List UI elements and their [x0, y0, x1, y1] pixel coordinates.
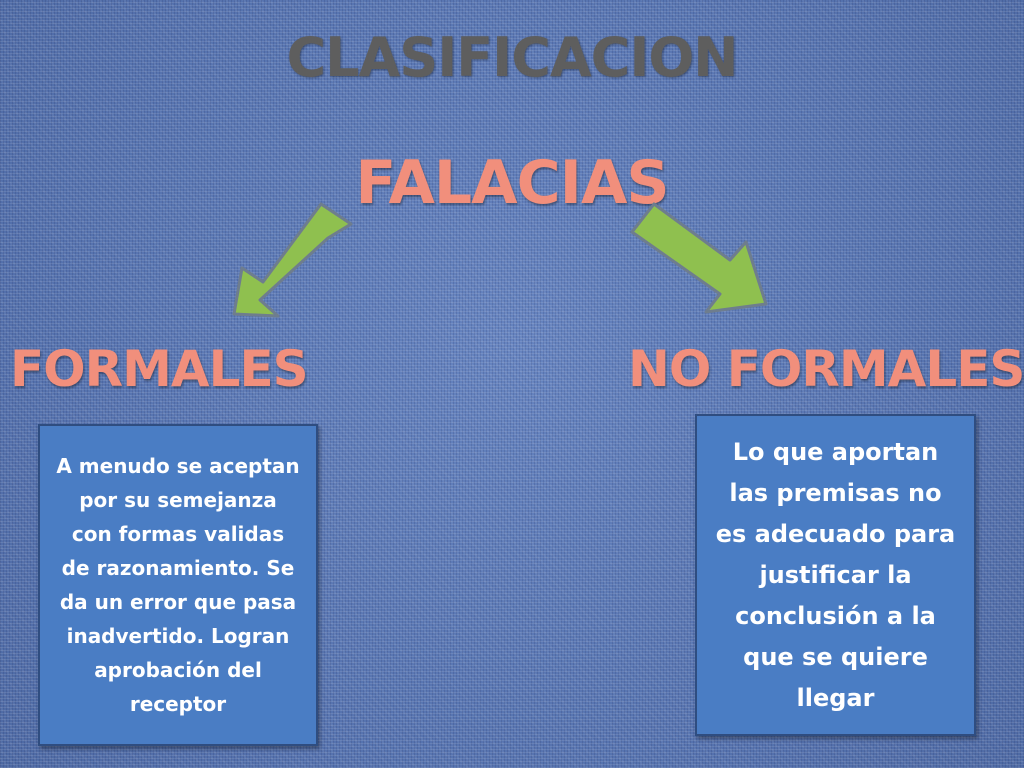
diagram-root-label: FALACIAS [355, 148, 669, 218]
description-text-formales: A menudo se aceptan por su semejanza con… [56, 454, 300, 716]
slide-title: CLASIFICACION [286, 26, 738, 89]
branch-label-no-formales: NO FORMALES [628, 340, 1024, 398]
branch-label-formales: FORMALES [10, 340, 309, 398]
description-text-no-formales: Lo que aportan las premisas no es adecua… [715, 437, 956, 712]
description-box-no-formales: Lo que aportan las premisas no es adecua… [695, 414, 976, 736]
arrow-down-left-icon [232, 202, 353, 318]
arrow-down-right-icon [630, 202, 768, 314]
description-box-formales: A menudo se aceptan por su semejanza con… [38, 424, 318, 746]
